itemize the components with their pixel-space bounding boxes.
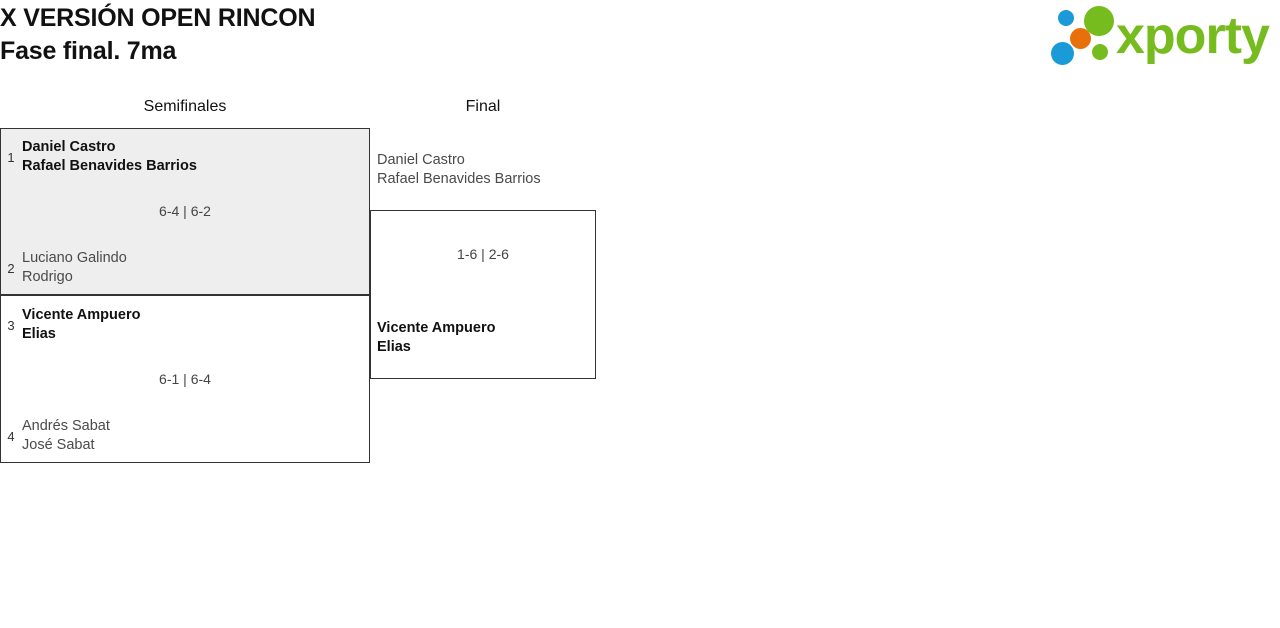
competitor-names: Andrés Sabat José Sabat — [22, 417, 110, 455]
player-name-1: Luciano Galindo — [22, 250, 127, 266]
player-name-2: Rafael Benavides Barrios — [22, 158, 197, 174]
competitor-names: Daniel Castro Rafael Benavides Barrios — [22, 138, 197, 176]
competitor-names: Luciano Galindo Rodrigo — [22, 249, 127, 287]
match-box-semifinal-1[interactable] — [0, 128, 370, 295]
score-semifinal-2: 6-1 | 6-4 — [159, 371, 211, 387]
player-name-2: Rodrigo — [22, 269, 73, 285]
xporty-logo[interactable]: xporty — [1050, 4, 1276, 68]
match-box-final[interactable] — [370, 210, 596, 379]
competitor-final-top[interactable]: Daniel Castro Rafael Benavides Barrios — [370, 151, 541, 189]
logo-dot-green-large — [1084, 6, 1114, 36]
score-final: 1-6 | 2-6 — [457, 246, 509, 262]
logo-dot-blue-bottom — [1051, 42, 1074, 65]
seed-number: 2 — [7, 260, 15, 276]
seed-number: 4 — [7, 428, 15, 444]
player-name-1: Daniel Castro — [22, 139, 116, 155]
competitor-names: Vicente Ampuero Elias — [377, 319, 495, 357]
logo-wordmark: xporty — [1116, 7, 1270, 65]
competitor-semifinal-2-bottom[interactable]: 4 Andrés Sabat José Sabat — [0, 417, 110, 455]
logo-dot-green-small — [1092, 44, 1108, 60]
player-name-1: Andrés Sabat — [22, 418, 110, 434]
round-header-final: Final — [465, 98, 501, 115]
player-name-1: Daniel Castro — [377, 152, 465, 168]
seed-number: 3 — [7, 317, 15, 333]
player-name-1: Vicente Ampuero — [377, 320, 496, 336]
seed-number: 1 — [7, 149, 15, 165]
tournament-title-line-2: Fase final. 7ma — [0, 37, 177, 65]
player-name-2: Elias — [22, 326, 56, 342]
logo-dots-icon — [1050, 4, 1122, 68]
page-title: X VERSIÓN OPEN RINCON Fase final. 7ma — [0, 2, 315, 68]
logo-dot-blue-top — [1058, 10, 1074, 26]
competitor-semifinal-1-bottom[interactable]: 2 Luciano Galindo Rodrigo — [0, 249, 127, 287]
competitor-final-bottom[interactable]: Vicente Ampuero Elias — [370, 319, 495, 357]
competitor-names: Vicente Ampuero Elias — [22, 306, 140, 344]
logo-dot-orange — [1070, 28, 1091, 49]
score-semifinal-1: 6-4 | 6-2 — [159, 203, 211, 219]
round-header-semifinals: Semifinales — [143, 98, 227, 115]
competitor-names: Daniel Castro Rafael Benavides Barrios — [377, 151, 541, 189]
player-name-2: Rafael Benavides Barrios — [377, 171, 541, 187]
match-box-semifinal-2[interactable] — [0, 295, 370, 463]
player-name-2: Elias — [377, 339, 411, 355]
tournament-title-line-1: X VERSIÓN OPEN RINCON — [0, 4, 316, 32]
player-name-2: José Sabat — [22, 437, 95, 453]
competitor-semifinal-2-top[interactable]: 3 Vicente Ampuero Elias — [0, 306, 140, 344]
competitor-semifinal-1-top[interactable]: 1 Daniel Castro Rafael Benavides Barrios — [0, 138, 197, 176]
page-header: X VERSIÓN OPEN RINCON Fase final. 7ma xp… — [0, 0, 1280, 78]
player-name-1: Vicente Ampuero — [22, 307, 141, 323]
